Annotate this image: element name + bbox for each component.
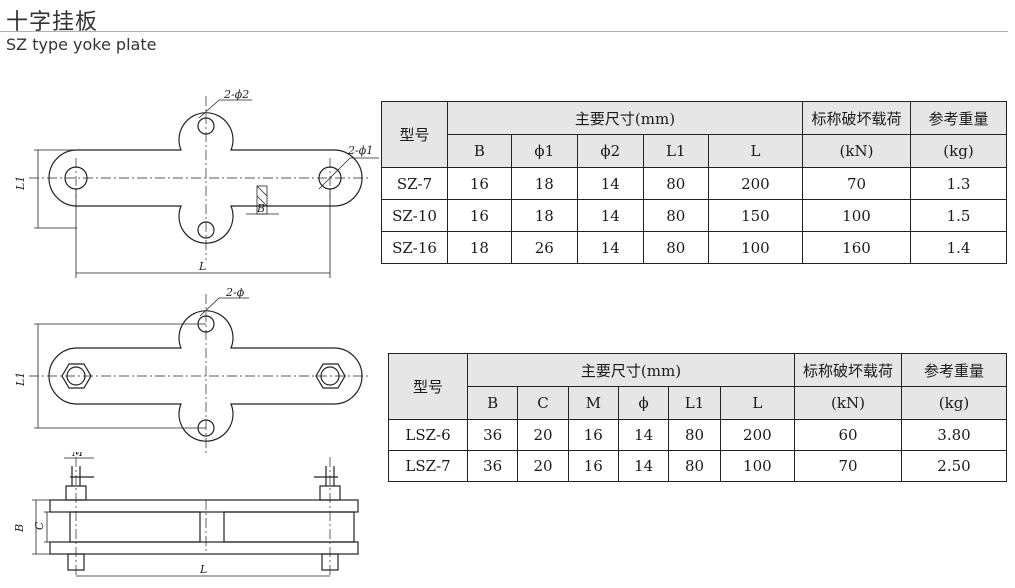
dims-header: 主要尺寸(mm) (467, 353, 795, 387)
load-unit: (kN) (802, 134, 911, 168)
col-header: B (466, 386, 519, 420)
sz-plate-drawing: 2-ϕ2 2-ϕ1 L1 L B (14, 88, 379, 278)
l1-label: L1 (14, 176, 27, 191)
lsz-plate-drawing: 2-ϕ L1 (14, 288, 369, 453)
col-header: C (517, 386, 569, 420)
lsz-spec-table: 型号 主要尺寸(mm) 标称破坏载荷 参考重量 B C M ϕ L1 L (kN… (388, 353, 1007, 482)
b-label: B (256, 202, 265, 215)
col-header: L (707, 134, 804, 168)
dims-header: 主要尺寸(mm) (447, 101, 803, 135)
col-header: ϕ2 (576, 134, 644, 168)
lsz-side-view-drawing: M B C L (14, 452, 359, 578)
col-header: M (567, 386, 619, 420)
col-header: B (447, 134, 512, 168)
model-header: 型号 (388, 353, 468, 420)
page-title-en: SZ type yoke plate (6, 35, 157, 54)
load-unit: (kN) (794, 386, 902, 420)
sz-spec-table: 型号 主要尺寸(mm) 标称破坏载荷 参考重量 B ϕ1 ϕ2 L1 L (kN… (381, 101, 1007, 264)
l-label: L (198, 260, 206, 273)
plate-outline (48, 112, 363, 244)
col-header: L1 (668, 386, 721, 420)
l-label: L (199, 563, 207, 576)
m-label: M (71, 452, 84, 459)
page-title-cn: 十字挂板 (6, 10, 99, 35)
model-header: 型号 (381, 101, 448, 168)
l1-label: L1 (14, 372, 27, 387)
header-divider (0, 31, 1008, 32)
col-header: ϕ1 (510, 134, 578, 168)
phi1-label: 2-ϕ1 (347, 144, 373, 157)
load-header: 标称破坏载荷 (802, 101, 911, 135)
phi2-label: 2-ϕ2 (223, 88, 249, 101)
load-header: 标称破坏载荷 (794, 353, 902, 387)
col-header: L (719, 386, 796, 420)
c-label: C (33, 521, 46, 530)
weight-unit: (kg) (910, 134, 1007, 168)
col-header: L1 (642, 134, 709, 168)
plate-outline (48, 310, 363, 442)
b-label: B (14, 524, 26, 533)
weight-unit: (kg) (901, 386, 1007, 420)
col-header: ϕ (617, 386, 670, 420)
weight-header: 参考重量 (910, 101, 1007, 135)
phi-label: 2-ϕ (225, 288, 245, 299)
weight-header: 参考重量 (901, 353, 1007, 387)
